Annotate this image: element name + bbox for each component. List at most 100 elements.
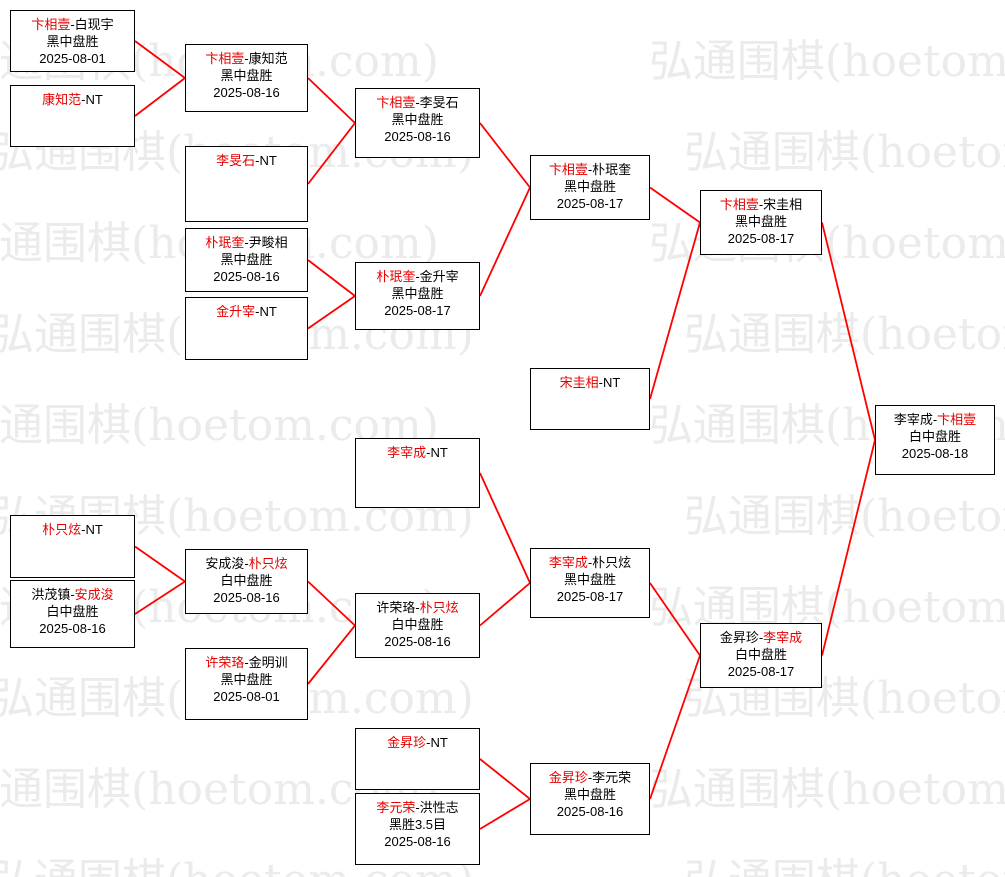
match-players: 洪茂镇-安成浚 [11, 586, 134, 603]
match-box-20[interactable]: 金昇珍-李元荣 黑中盘胜 2025-08-16 [530, 763, 650, 835]
winner-name: 金昇珍 [548, 770, 588, 785]
player-name: -金升宰 [415, 269, 459, 284]
match-result: 黑胜3.5目 [388, 817, 447, 832]
match-box-19[interactable]: 李元荣-洪性志 黑胜3.5目 2025-08-16 [355, 793, 480, 865]
match-box-4[interactable]: 朴珉奎-尹畯相 黑中盘胜 2025-08-16 [185, 228, 308, 292]
match-players: 卞相壹-白现宇 [11, 16, 134, 33]
match-result: 黑中盘胜 [46, 34, 99, 49]
match-box-14[interactable]: 安成浚-朴只炫 白中盘胜 2025-08-16 [185, 549, 308, 614]
match-players: 朴只炫-NT [11, 521, 134, 538]
match-players: 金升宰-NT [186, 303, 307, 320]
match-players: 宋圭相-NT [531, 374, 649, 391]
match-date: 2025-08-16 [384, 129, 451, 144]
winner-name: 金升宰 [216, 304, 256, 319]
match-box-9[interactable]: 宋圭相-NT [530, 368, 650, 430]
match-result: 黑中盘胜 [220, 252, 273, 267]
match-players: 卞相壹-康知范 [186, 50, 307, 67]
player-name: -NT [426, 735, 448, 750]
match-date: 2025-08-17 [384, 303, 451, 318]
match-box-17[interactable]: 李宰成-朴只炫 黑中盘胜 2025-08-17 [530, 548, 650, 618]
match-result: 白中盘胜 [220, 573, 273, 588]
winner-name: 朴珉奎 [205, 235, 245, 250]
match-date: 2025-08-16 [384, 834, 451, 849]
match-players: 许荣珞-金明训 [186, 654, 307, 671]
winner-name: 朴只炫 [42, 522, 82, 537]
match-players: 李元荣-洪性志 [356, 799, 479, 816]
match-box-8[interactable]: 卞相壹-朴珉奎 黑中盘胜 2025-08-17 [530, 155, 650, 220]
match-date: 2025-08-16 [384, 634, 451, 649]
match-date: 2025-08-01 [213, 689, 280, 704]
match-box-1[interactable]: 康知范-NT [10, 85, 135, 147]
winner-name: 李宰成 [387, 445, 427, 460]
match-date: 2025-08-16 [213, 269, 280, 284]
match-players: 李宰成-NT [356, 444, 479, 461]
winner-name: 李宰成 [763, 630, 803, 645]
winner-name: 康知范 [42, 92, 82, 107]
winner-name: 李旻石 [216, 153, 256, 168]
player-name: -白现宇 [70, 17, 114, 32]
match-box-15[interactable]: 许荣珞-金明训 黑中盘胜 2025-08-01 [185, 648, 308, 720]
match-players: 康知范-NT [11, 91, 134, 108]
winner-name: 朴珉奎 [376, 269, 416, 284]
player-name: -NT [255, 153, 277, 168]
match-box-3[interactable]: 李旻石-NT [185, 146, 308, 222]
match-box-18[interactable]: 金昇珍-NT [355, 728, 480, 790]
match-players: 金昇珍-李元荣 [531, 769, 649, 786]
match-box-10[interactable]: 卞相壹-宋圭相 黑中盘胜 2025-08-17 [700, 190, 822, 255]
winner-name: 卞相壹 [937, 412, 977, 427]
match-result: 黑中盘胜 [391, 112, 444, 127]
match-date: 2025-08-17 [727, 664, 795, 679]
match-players: 安成浚-朴只炫 [186, 555, 307, 572]
winner-name: 卞相壹 [31, 17, 71, 32]
winner-name: 朴只炫 [419, 600, 459, 615]
match-result: 黑中盘胜 [391, 286, 444, 301]
match-box-16[interactable]: 许荣珞-朴只炫 白中盘胜 2025-08-16 [355, 593, 480, 658]
match-date: 2025-08-17 [556, 196, 624, 211]
match-box-11[interactable]: 李宰成-NT [355, 438, 480, 508]
winner-name: 朴只炫 [248, 556, 288, 571]
player-name: -NT [426, 445, 448, 460]
match-players: 卞相壹-宋圭相 [701, 196, 821, 213]
player-name: 金昇珍- [719, 630, 764, 645]
match-box-6[interactable]: 卞相壹-李旻石 黑中盘胜 2025-08-16 [355, 88, 480, 158]
match-box-2[interactable]: 卞相壹-康知范 黑中盘胜 2025-08-16 [185, 44, 308, 112]
match-date: 2025-08-17 [727, 231, 795, 246]
match-result: 白中盘胜 [734, 647, 787, 662]
match-result: 黑中盘胜 [220, 68, 273, 83]
winner-name: 金昇珍 [387, 735, 427, 750]
winner-name: 李元荣 [376, 800, 416, 815]
match-box-7[interactable]: 朴珉奎-金升宰 黑中盘胜 2025-08-17 [355, 262, 480, 330]
player-name: 洪茂镇- [31, 587, 75, 602]
match-date: 2025-08-16 [213, 85, 280, 100]
match-box-5[interactable]: 金升宰-NT [185, 297, 308, 360]
match-box-22[interactable]: 李宰成-卞相壹 白中盘胜 2025-08-18 [875, 405, 995, 475]
winner-name: 许荣珞 [205, 655, 245, 670]
player-name: -李元荣 [587, 770, 632, 785]
match-players: 李旻石-NT [186, 152, 307, 169]
player-name: -NT [598, 375, 621, 390]
match-box-21[interactable]: 金昇珍-李宰成 白中盘胜 2025-08-17 [700, 623, 822, 688]
match-result: 黑中盘胜 [563, 787, 616, 802]
match-result: 白中盘胜 [908, 429, 961, 444]
match-box-0[interactable]: 卞相壹-白现宇 黑中盘胜 2025-08-01 [10, 10, 135, 72]
winner-name: 卞相壹 [719, 197, 759, 212]
player-name: 安成浚- [205, 556, 249, 571]
match-players: 李宰成-朴只炫 [531, 554, 649, 571]
match-date: 2025-08-18 [901, 446, 969, 461]
match-date: 2025-08-16 [39, 621, 106, 636]
match-players: 金昇珍-NT [356, 734, 479, 751]
match-players: 金昇珍-李宰成 [701, 629, 821, 646]
match-date: 2025-08-16 [213, 590, 280, 605]
player-name: 许荣珞- [376, 600, 420, 615]
match-box-13[interactable]: 洪茂镇-安成浚 白中盘胜 2025-08-16 [10, 580, 135, 648]
player-name: -朴只炫 [587, 555, 632, 570]
match-players: 卞相壹-朴珉奎 [531, 161, 649, 178]
player-name: 李宰成- [893, 412, 938, 427]
match-players: 卞相壹-李旻石 [356, 94, 479, 111]
match-box-12[interactable]: 朴只炫-NT [10, 515, 135, 578]
winner-name: 安成浚 [74, 587, 114, 602]
winner-name: 李宰成 [548, 555, 588, 570]
winner-name: 卞相壹 [376, 95, 416, 110]
